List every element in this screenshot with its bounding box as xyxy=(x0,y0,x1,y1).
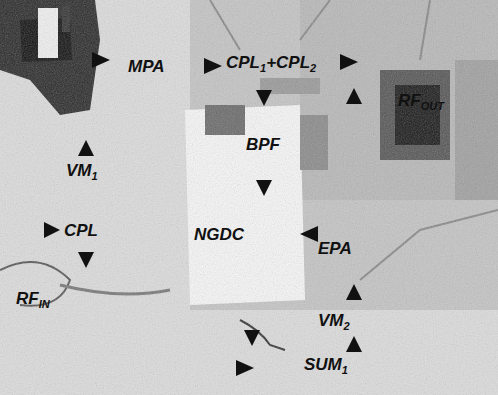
filter-label: BPF xyxy=(246,136,280,155)
amplifier-label: EPA xyxy=(318,240,352,259)
modulator-label: VM2 xyxy=(318,312,350,331)
port-label: RFIN xyxy=(16,290,50,309)
modulator-label: VM1 xyxy=(66,162,98,181)
coupler-label: CPL xyxy=(64,222,98,241)
amplifier-label: MPA xyxy=(128,58,165,77)
combiner-label: SUM1 xyxy=(304,356,348,375)
coupler-label: CPL1+CPL2 xyxy=(226,54,316,73)
block-label: NGDC xyxy=(194,226,244,245)
port-label: RFOUT xyxy=(398,92,444,111)
arrowheads xyxy=(44,52,362,376)
